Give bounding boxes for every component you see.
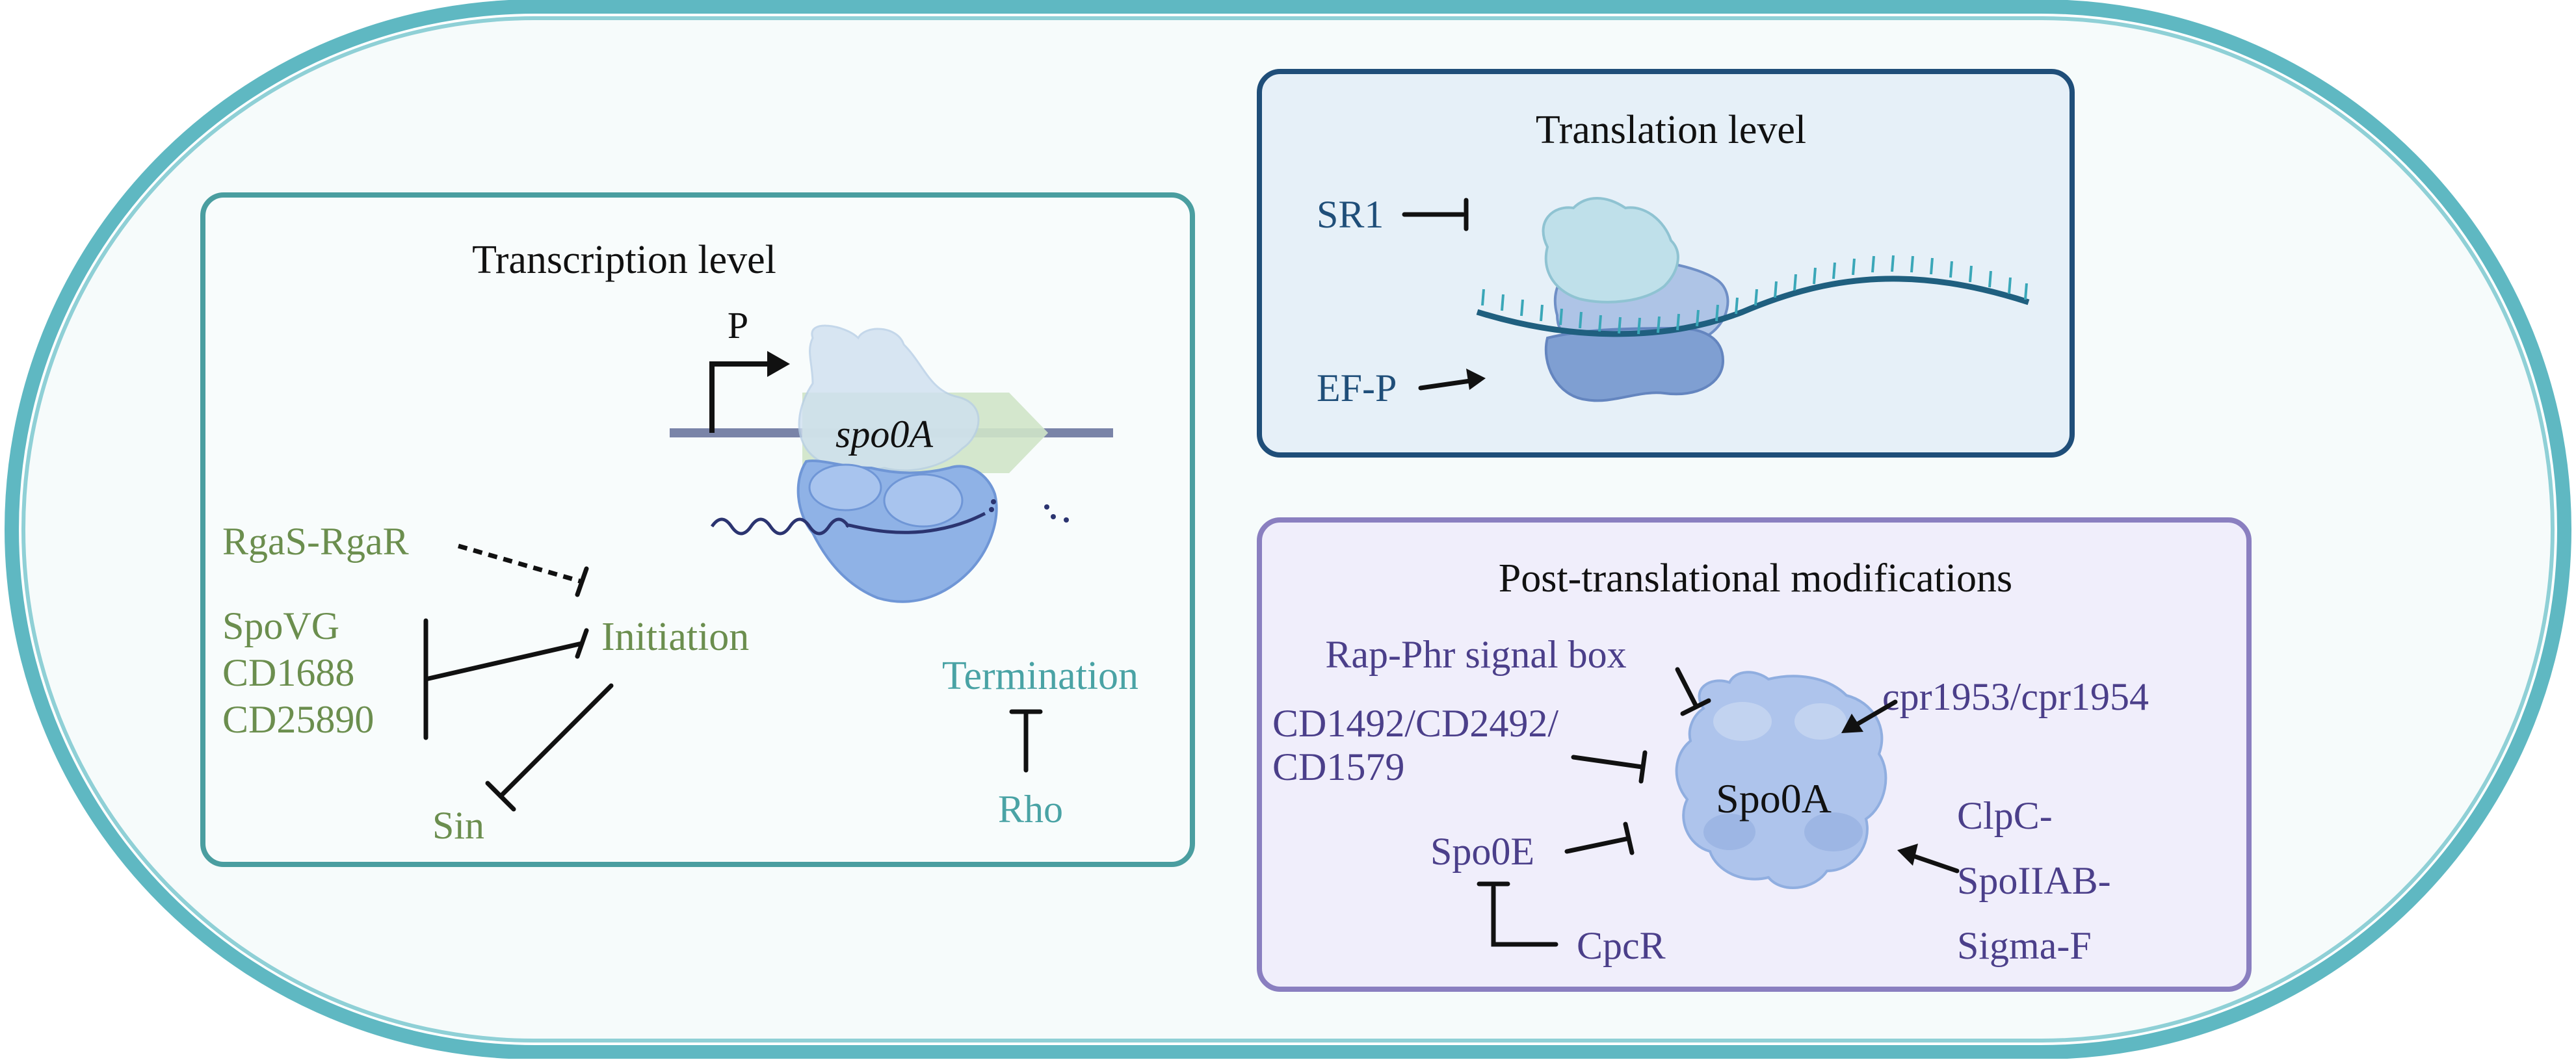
- spo0a-domain-icon: [1703, 814, 1755, 850]
- rap-phr-inhibition-line: [1675, 667, 1698, 708]
- mrna-transcript-icon: [710, 512, 986, 536]
- spo0a-domain-icon: [1713, 702, 1772, 741]
- gene-label: spo0A: [835, 413, 933, 456]
- spo0a-label: Spo0A: [1716, 775, 1832, 822]
- rna-polymerase-subunit-icon: [883, 473, 964, 528]
- cpcr-inhibition-line: [1491, 885, 1558, 947]
- clpc-line3-label: Sigma-F: [1957, 924, 2092, 967]
- translation-title: Translation level: [1536, 108, 1806, 152]
- promoter-arrow-icon: [709, 361, 770, 433]
- clpc-activation-line: [1909, 853, 1960, 874]
- sr1-label: SR1: [1317, 193, 1384, 236]
- efp-label: EF-P: [1317, 367, 1397, 409]
- nucleotide-dot-icon: [991, 499, 996, 504]
- transcription-panel: [200, 192, 1195, 867]
- ribosome-small-subunit-icon: [1542, 197, 1679, 304]
- cpr-label: cpr1953/cpr1954: [1882, 675, 2149, 718]
- rgas-inhibition-line: [458, 543, 583, 584]
- rap-phr-label: Rap-Phr signal box: [1325, 633, 1626, 676]
- sin-label: Sin: [432, 804, 484, 847]
- spo0e-inhibition-line: [1564, 836, 1631, 854]
- initiation-to-sin-bar: [485, 781, 516, 812]
- ribosome-large-subunit-lower-icon: [1544, 326, 1725, 402]
- nucleotide-dot-icon: [989, 507, 994, 512]
- spo0e-inhibition-bar: [1623, 822, 1635, 855]
- cell-outer-membrane: [5, 0, 2571, 1059]
- efp-arrowhead-icon: [1466, 369, 1486, 390]
- initiation-label: Initiation: [601, 615, 749, 659]
- regulator-spovg: SpoVG: [222, 604, 339, 647]
- transcription-title: Transcription level: [472, 238, 776, 282]
- mrna-wave-icon: [1476, 276, 2030, 337]
- nucleotide-dot-icon: [1044, 504, 1049, 510]
- nucleotide-dot-icon: [1051, 514, 1056, 519]
- promoter-label: P: [728, 304, 748, 346]
- cpr-arrowhead-icon: [1841, 714, 1863, 733]
- regulators-inhibition-bar: [575, 628, 589, 659]
- rho-label: Rho: [998, 788, 1063, 831]
- cd-line2-label: CD1579: [1272, 745, 1404, 788]
- ptm-title: Post-translational modifications: [1499, 556, 2012, 601]
- promoter-arrowhead-icon: [767, 351, 790, 377]
- regulator-rgas-rgar: RgaS-RgaR: [222, 520, 409, 563]
- cd-line1-label: CD1492/CD2492/: [1272, 702, 1558, 745]
- cd-inhibition-bar: [1638, 750, 1648, 784]
- nucleotide-dot-icon: [1064, 517, 1069, 523]
- initiation-to-sin-line: [498, 683, 614, 799]
- spo0a-domain-icon: [1794, 703, 1847, 740]
- clpc-line1-label: ClpC-: [1957, 794, 2053, 837]
- regulator-cd25890: CD25890: [222, 698, 374, 741]
- regulator-cd1688: CD1688: [222, 651, 354, 694]
- clpc-arrowhead-icon: [1897, 844, 1918, 866]
- rap-phr-inhibition-bar: [1680, 698, 1711, 716]
- rgas-inhibition-bar: [575, 566, 589, 597]
- cpr-activation-line: [1850, 699, 1898, 729]
- spo0e-label: Spo0E: [1430, 830, 1534, 873]
- termination-label: Termination: [942, 654, 1138, 698]
- regulators-inhibition-line: [423, 641, 585, 682]
- cd-inhibition-line: [1571, 755, 1644, 770]
- rna-polymerase-upper-icon: [798, 324, 980, 472]
- cpcr-label: CpcR: [1577, 924, 1666, 967]
- rna-polymerase-subunit-icon: [808, 463, 882, 512]
- clpc-line2-label: SpoIIAB-: [1957, 859, 2111, 902]
- mrna-bases-icon: [1481, 255, 2028, 335]
- spo0a-domain-icon: [1804, 812, 1863, 851]
- efp-activation-line: [1418, 378, 1477, 391]
